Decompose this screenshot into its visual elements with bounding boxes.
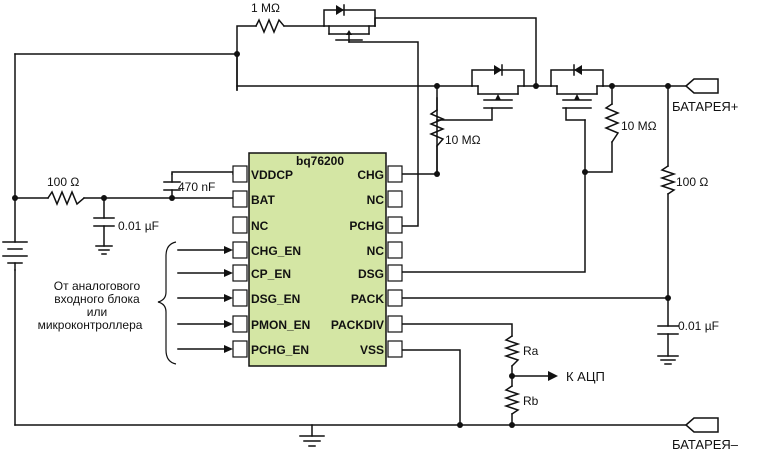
dsg-mosfet-icon [550, 64, 604, 109]
resistor-1mohm-label: 1 MΩ [251, 1, 280, 15]
pin-nc-left: NC [251, 219, 269, 233]
control-input-arrows [157, 241, 233, 365]
battery-icon [2, 241, 28, 271]
pin-bat: BAT [251, 193, 275, 207]
resistor-10mohm-chg: 10 MΩ [429, 108, 481, 148]
battery-plus-label: БАТАРЕЯ+ [672, 99, 738, 114]
pin-pmon-en: PMON_EN [251, 318, 310, 332]
capacitor-470nf: 470 nF [163, 173, 215, 194]
pin-cp-en: CP_EN [251, 267, 291, 281]
pin-packdiv: PACKDIV [331, 318, 384, 332]
resistor-100ohm-bat: 100 Ω [46, 175, 86, 206]
adc-label: К АЦП [566, 369, 605, 384]
pin-dsg-en: DSG_EN [251, 292, 300, 306]
pin-chg: CHG [357, 168, 384, 182]
resistor-100ohm-pack: 100 Ω [659, 164, 708, 196]
capacitor-0-01uf-bat: 0.01 µF [93, 217, 159, 255]
pin-pchg-en: PCHG_EN [251, 343, 309, 357]
battery-minus-label: БАТАРЕЯ– [672, 437, 739, 452]
resistor-ra: Ra [503, 334, 539, 368]
pchg-mosfet-icon [323, 4, 376, 43]
capacitor-0-01uf-pack: 0.01 µF [657, 319, 719, 365]
resistor-10mohm-chg-label: 10 MΩ [445, 133, 481, 147]
pin-nc-right-1: NC [367, 193, 385, 207]
resistor-10mohm-dsg-label: 10 MΩ [621, 119, 657, 133]
capacitor-470nf-label: 470 nF [178, 180, 215, 194]
chip-title: bq76200 [296, 154, 344, 168]
pin-vss: VSS [360, 343, 384, 357]
battery-plus-terminal: БАТАРЕЯ+ [672, 78, 738, 114]
pin-vddcp: VDDCP [251, 168, 293, 182]
chip-left-pins: VDDCP BAT NC CHG_EN CP_EN DSG_EN PMON_EN… [232, 165, 310, 358]
pin-chg-en: CHG_EN [251, 244, 301, 258]
chip-right-pins: CHG NC PCHG NC DSG PACK PACKDIV VSS [331, 165, 403, 358]
chg-mosfet-icon [471, 64, 525, 109]
source-line-4: микроконтроллера [38, 318, 143, 332]
junctions [12, 51, 671, 428]
adc-output: К АЦП [548, 369, 605, 384]
pin-nc-right-2: NC [367, 244, 385, 258]
pin-pack: PACK [351, 292, 384, 306]
source-line-2: входного блока [54, 292, 140, 306]
resistor-10mohm-dsg: 10 MΩ [604, 102, 657, 144]
wiring [14, 17, 687, 437]
bq76200-chip: bq76200 VDDCP BAT NC CHG_EN CP_EN DSG_EN… [232, 152, 403, 367]
source-line-3: или [87, 305, 107, 319]
source-label: От аналогового входного блока или микрок… [38, 279, 143, 332]
resistor-rb-label: Rb [523, 394, 539, 408]
resistor-rb: Rb [503, 384, 539, 416]
resistor-1mohm: 1 MΩ [251, 1, 286, 34]
ground-icon [299, 435, 325, 447]
source-line-1: От аналогового [54, 279, 141, 293]
battery-minus-terminal: БАТАРЕЯ– [672, 417, 739, 452]
capacitor-0-01uf-pack-label: 0.01 µF [678, 319, 719, 333]
resistor-100ohm-bat-label: 100 Ω [47, 175, 79, 189]
capacitor-0-01uf-bat-label: 0.01 µF [118, 219, 159, 233]
pin-pchg: PCHG [349, 219, 384, 233]
resistor-ra-label: Ra [523, 344, 539, 358]
resistor-100ohm-pack-label: 100 Ω [676, 175, 708, 189]
pin-dsg: DSG [358, 267, 384, 281]
